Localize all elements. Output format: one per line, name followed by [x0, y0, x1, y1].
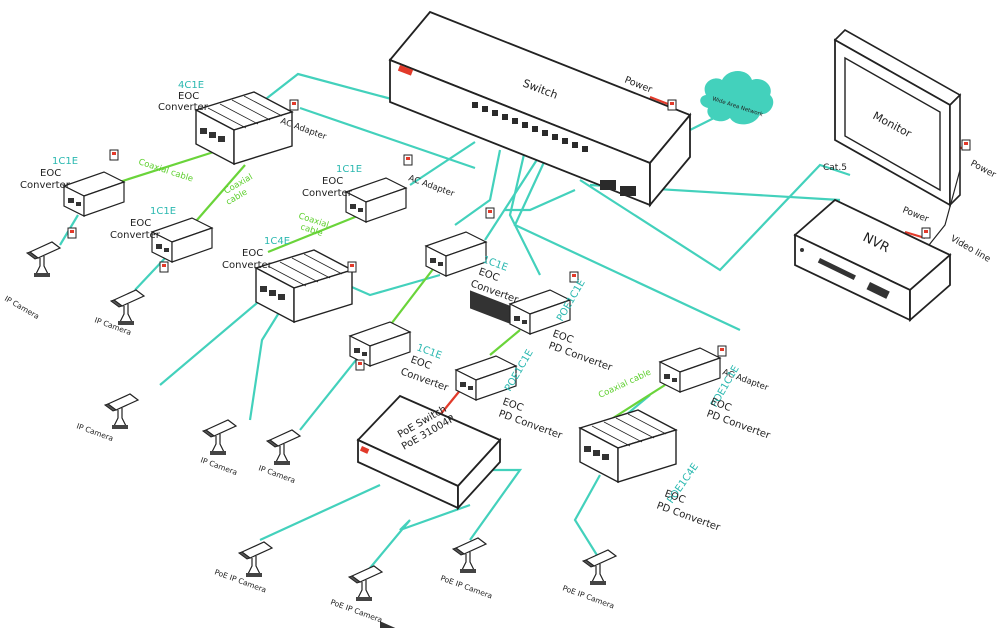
video-line-label: Video line	[949, 234, 993, 265]
camera-icon	[266, 429, 301, 466]
camera-label: IP Camera	[3, 294, 41, 321]
converter-label: Converter	[110, 230, 161, 241]
device-1c1e-mid-top: 1C1E EOC Converter AC Adapter	[302, 154, 456, 223]
nvr-power-plug	[921, 227, 931, 239]
coax-label-4: Coaxial cable	[597, 368, 653, 401]
converter-label: Converter	[222, 260, 273, 271]
poe-camera-4: PoE IP Camera	[561, 549, 617, 611]
converter-label: Converter	[399, 366, 450, 394]
camera-label: PoE IP Camera	[439, 573, 493, 600]
pd-converter-label: PD Converter	[497, 408, 564, 441]
device-1c1e-left2: 1C1E EOC Converter	[110, 206, 213, 273]
converter-label: Converter	[302, 188, 353, 199]
camera-icon	[452, 537, 487, 574]
wan-cloud-icon: Wide Area Network	[700, 71, 774, 125]
camera-icon	[582, 549, 617, 586]
ip-camera-1: IP Camera	[3, 241, 61, 321]
eoc-label: EOC	[130, 218, 151, 229]
eoc-label: EOC	[178, 91, 199, 102]
poe-camera-3: PoE IP Camera	[439, 537, 494, 601]
camera-label: IP Camera	[75, 421, 114, 443]
eoc-label: EOC	[242, 248, 263, 259]
device-1c1e-left: 1C1E EOC Converter	[20, 149, 125, 239]
camera-label: IP Camera	[199, 455, 238, 477]
camera-icon	[104, 393, 139, 430]
ip-camera-3: IP Camera	[75, 393, 139, 443]
monitor-power-plug	[961, 139, 971, 151]
model-1c4e: 1C4E	[264, 236, 290, 247]
device-4c1e: 4C1E EOC Converter AC Adapter	[158, 80, 328, 165]
video-line-cable	[924, 169, 961, 251]
eoc-label: EOC	[40, 168, 61, 179]
nvr: NVR	[793, 198, 952, 322]
pd-converter-label: PD Converter	[705, 408, 772, 441]
ip-camera-5: IP Camera	[257, 429, 301, 485]
camera-icon	[26, 241, 61, 278]
camera-icon	[348, 565, 383, 602]
pd-converter-label: PD Converter	[655, 500, 722, 533]
device-poe1c4e: POE1C4E EOC PD Converter	[579, 409, 722, 534]
poe-camera-1: PoE IP Camera	[213, 541, 273, 595]
model-4c1e: 4C1E	[178, 80, 204, 91]
converter-label: Converter	[20, 180, 71, 191]
poe-switch: PoE Switch PoE 31004P	[356, 394, 502, 628]
camera-label: PoE IP Camera	[213, 567, 267, 594]
nvr-power-label: Power	[901, 206, 930, 226]
model-1c1e: 1C1E	[336, 164, 362, 175]
poe-camera-2: PoE IP Camera	[329, 565, 384, 625]
device-1c4e: 1C4E EOC Converter	[222, 236, 357, 323]
camera-icon	[238, 541, 273, 578]
camera-icon	[110, 289, 145, 326]
device-1c1e-mid-low: 1C1E EOC Converter	[349, 321, 450, 394]
model-1c1e: 1C1E	[150, 206, 176, 217]
cat5-label: Cat.5	[823, 163, 847, 173]
eoc-label: EOC	[322, 176, 343, 187]
pd-converter-label: PD Converter	[547, 340, 614, 373]
camera-label: IP Camera	[257, 463, 296, 485]
monitor: Monitor	[833, 29, 962, 207]
converter-label: Converter	[158, 102, 209, 113]
ip-camera-2: IP Camera	[93, 289, 145, 337]
camera-icon	[202, 419, 237, 456]
ac-adapter-label: AC Adapter	[407, 173, 456, 199]
switch-ports	[472, 102, 636, 196]
ip-camera-4: IP Camera	[199, 419, 239, 477]
main-switch: Switch	[388, 10, 692, 332]
camera-label: PoE IP Camera	[561, 583, 615, 610]
model-1c1e: 1C1E	[52, 156, 78, 167]
camera-label: PoE IP Camera	[329, 597, 383, 624]
monitor-power-label: Power	[969, 159, 998, 181]
switch-power-plug	[667, 99, 677, 111]
device-1c1e-right: AC Adapter POE1C1E EOC PD Converter	[659, 345, 772, 442]
device-1c1e-mid: 1C1E EOC Converter	[425, 207, 520, 306]
